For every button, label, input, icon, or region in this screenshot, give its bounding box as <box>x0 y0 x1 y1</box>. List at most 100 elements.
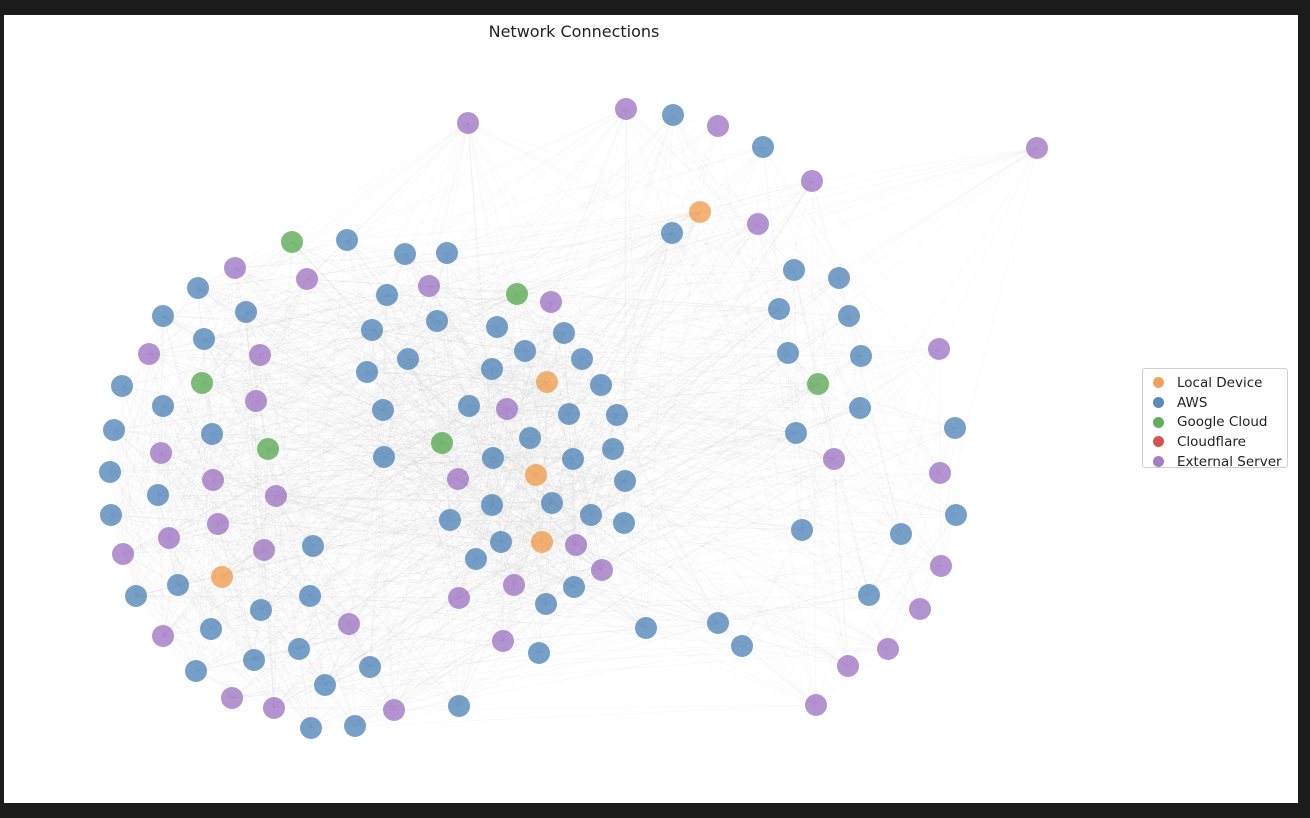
connection-edge <box>371 293 518 331</box>
connection-edge <box>168 301 552 539</box>
node-aws <box>201 423 223 445</box>
connection-edge <box>475 544 577 560</box>
connection-edge <box>201 311 247 384</box>
connection-edge <box>383 456 849 667</box>
connection-edge <box>369 584 515 668</box>
connection-edge <box>612 427 956 450</box>
connection-edge <box>348 457 494 625</box>
connection-edge <box>383 456 647 629</box>
connection-edge <box>600 384 626 482</box>
connection-edge <box>868 427 956 596</box>
connection-edge <box>457 478 577 546</box>
connection-edge <box>568 413 956 429</box>
connection-edge <box>157 494 277 497</box>
connection-edge <box>492 457 515 586</box>
connection-edge <box>197 287 502 543</box>
connection-edge <box>157 294 388 496</box>
connection-edge <box>197 287 326 686</box>
node-ext <box>224 257 246 279</box>
connection-edge <box>612 448 921 610</box>
connection-edge <box>449 502 553 521</box>
connection-edge <box>467 122 759 225</box>
connection-edge <box>563 332 570 415</box>
connection-edge <box>541 413 570 543</box>
connection-edge <box>109 448 614 473</box>
connection-edge <box>513 350 526 586</box>
connection-edge <box>195 495 277 672</box>
connection-edge <box>506 408 547 605</box>
node-gcp <box>506 283 528 305</box>
connection-edge <box>506 293 518 410</box>
connection-edge <box>346 239 553 504</box>
connection-edge <box>506 408 553 504</box>
connection-edge <box>624 180 813 482</box>
connection-edge <box>383 358 409 458</box>
connection-edge <box>275 495 553 504</box>
connection-edge <box>600 352 789 386</box>
connection-edge <box>221 514 592 578</box>
connection-edge <box>162 315 940 350</box>
connection-edge <box>468 405 493 506</box>
connection-edge <box>298 320 438 650</box>
connection-edge <box>491 383 819 506</box>
connection-edge <box>234 267 373 331</box>
node-ext <box>503 574 525 596</box>
connection-edge <box>428 285 493 370</box>
connection-edge <box>109 471 459 480</box>
connection-edge <box>938 348 942 567</box>
connection-edge <box>259 211 701 356</box>
connection-edge <box>306 278 603 571</box>
connection-edge <box>563 308 780 334</box>
connection-edge <box>815 348 940 706</box>
connection-edge <box>346 239 583 360</box>
connection-edge <box>210 623 350 630</box>
connection-edge <box>259 294 388 356</box>
connection-edge <box>741 529 803 647</box>
connection-edge <box>383 456 577 546</box>
connection-edge <box>346 239 502 543</box>
connection-edge <box>122 269 795 555</box>
connection-edge <box>160 452 311 597</box>
node-local <box>211 566 233 588</box>
connection-edge <box>203 338 460 599</box>
connection-edge <box>255 326 498 402</box>
connection-edge <box>267 381 548 450</box>
connection-edge <box>168 382 203 539</box>
connection-edge <box>383 456 626 482</box>
connection-edge <box>109 471 543 543</box>
connection-edge <box>168 537 350 625</box>
connection-edge <box>859 407 921 610</box>
connection-edge <box>436 232 673 322</box>
node-aws <box>235 301 257 323</box>
connection-edge <box>500 381 548 543</box>
connection-edge <box>298 456 385 650</box>
node-aws <box>562 448 584 470</box>
connection-edge <box>263 408 508 551</box>
connection-edge <box>625 108 795 271</box>
connection-edge <box>616 414 835 460</box>
connection-edge <box>468 405 618 416</box>
connection-edge <box>458 437 531 707</box>
connection-edge <box>157 494 543 543</box>
connection-edge <box>382 409 477 560</box>
connection-edge <box>346 239 388 296</box>
connection-edge <box>475 301 552 560</box>
connection-edge <box>502 269 795 642</box>
connection-edge <box>231 595 311 699</box>
connection-edge <box>449 350 526 521</box>
connection-edge <box>393 603 547 711</box>
connection-edge <box>245 311 275 709</box>
connection-edge <box>541 541 647 629</box>
connection-edge <box>428 285 565 334</box>
connection-edge <box>491 504 625 524</box>
connection-edge <box>306 278 470 407</box>
connection-edge <box>177 584 356 727</box>
connection-edge <box>572 315 850 460</box>
connection-edge <box>253 569 603 661</box>
connection-edge <box>457 458 574 480</box>
connection-edge <box>717 125 817 706</box>
connection-edge <box>382 108 627 411</box>
connection-edge <box>273 705 460 709</box>
connection-edge <box>600 384 647 629</box>
connection-edge <box>253 659 326 686</box>
